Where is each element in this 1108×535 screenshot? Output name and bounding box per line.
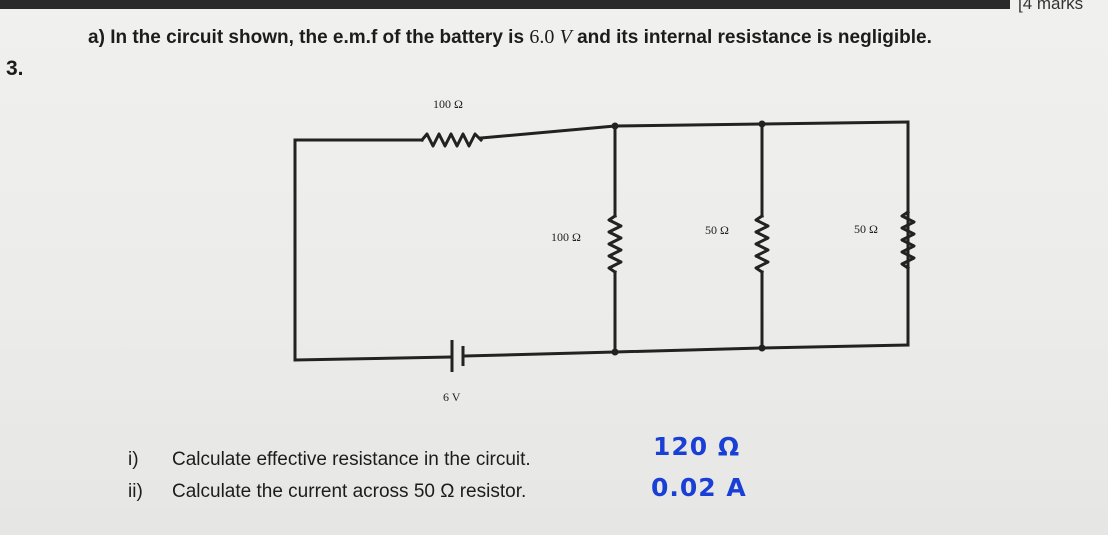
subquestion-1-text: Calculate effective resistance in the ci… bbox=[172, 449, 531, 470]
handwritten-answer-1: 120 Ω bbox=[653, 432, 741, 461]
question-text-after: and its internal resistance is negligibl… bbox=[571, 27, 932, 48]
wire-bottom-right bbox=[463, 343, 910, 358]
resistor-branch1-zigzag bbox=[607, 213, 623, 275]
marks-label: [4 marks bbox=[1018, 0, 1084, 13]
label-branch1-resistor: 100 Ω bbox=[551, 230, 581, 244]
emf-unit: V bbox=[559, 26, 572, 48]
emf-value: 6.0 bbox=[529, 26, 555, 48]
resistor-branch2-zigzag bbox=[754, 213, 770, 275]
handwritten-answer-2: 0.02 A bbox=[651, 473, 747, 502]
question-text-before: In the circuit shown, the e.m.f of the b… bbox=[110, 27, 530, 48]
top-border bbox=[0, 0, 1010, 9]
wire-bottom-left bbox=[293, 355, 452, 362]
resistor-top-zigzag bbox=[419, 132, 484, 148]
label-branch2-resistor: 50 Ω bbox=[705, 223, 729, 237]
subquestion-2-roman: ii) bbox=[128, 481, 143, 502]
label-battery: 6 V bbox=[443, 390, 461, 404]
subquestion-1-roman: i) bbox=[128, 449, 139, 470]
subquestion-2-text: Calculate the current across 50 Ω resist… bbox=[172, 481, 527, 502]
wire-top-right bbox=[479, 120, 910, 140]
subquestion-2: ii) Calculate the current across 50 Ω res… bbox=[128, 481, 526, 503]
question-number: 3. bbox=[6, 57, 24, 80]
junction-dot bbox=[758, 120, 766, 128]
resistor-branch3-zigzag bbox=[900, 209, 916, 271]
question-part: a) bbox=[88, 27, 105, 48]
junction-dot bbox=[758, 344, 766, 352]
subquestion-1: i) Calculate effective resistance in the … bbox=[128, 449, 531, 471]
label-branch3-resistor: 50 Ω bbox=[854, 222, 878, 236]
junction-dot bbox=[611, 348, 619, 356]
question-text: a) In the circuit shown, the e.m.f of th… bbox=[88, 26, 932, 49]
junction-dot bbox=[611, 122, 619, 130]
label-top-resistor: 100 Ω bbox=[433, 97, 463, 111]
